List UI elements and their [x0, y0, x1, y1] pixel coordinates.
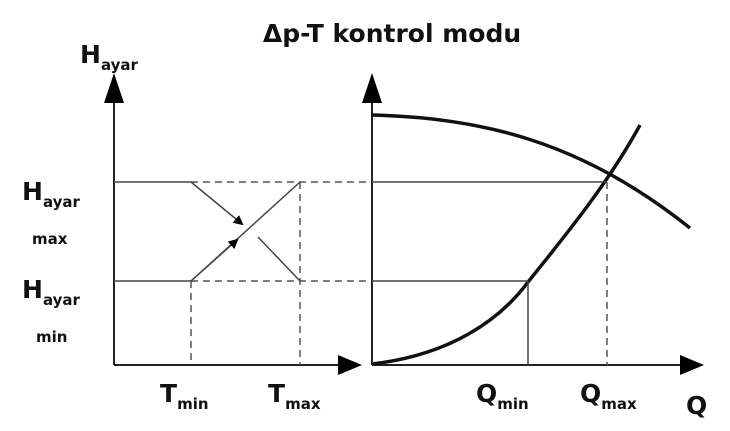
h-min-label: Hayar	[22, 275, 80, 309]
q-max-label: Qmax	[580, 379, 637, 413]
y-axis-label: Hayar	[80, 40, 138, 74]
x-axis-arrow-icon	[680, 355, 704, 375]
t-min-label: Tmin	[160, 379, 209, 413]
decrease-arrow	[190, 181, 244, 226]
system-curve	[371, 124, 642, 366]
h-max-suffix: max	[32, 230, 68, 248]
falling-line	[257, 236, 301, 282]
q-min-label: Qmin	[476, 379, 529, 413]
x-axis-label: Q	[686, 391, 707, 420]
t-max-label: Tmax	[268, 379, 321, 413]
left-chart: Hayar Hayar max Hayar min Tmin Tmax	[22, 40, 372, 413]
x-axis-arrow-icon	[338, 355, 362, 375]
h-min-suffix: min	[36, 328, 67, 346]
pump-curve	[371, 113, 692, 230]
y-axis-arrow-icon	[104, 73, 124, 103]
y-axis-arrow-icon	[362, 73, 382, 103]
diagram-title: Δp-T kontrol modu	[263, 19, 521, 48]
h-max-label: Hayar	[22, 177, 80, 211]
increase-arrow	[190, 238, 239, 282]
right-chart: Qmin Qmax Q	[362, 73, 707, 420]
